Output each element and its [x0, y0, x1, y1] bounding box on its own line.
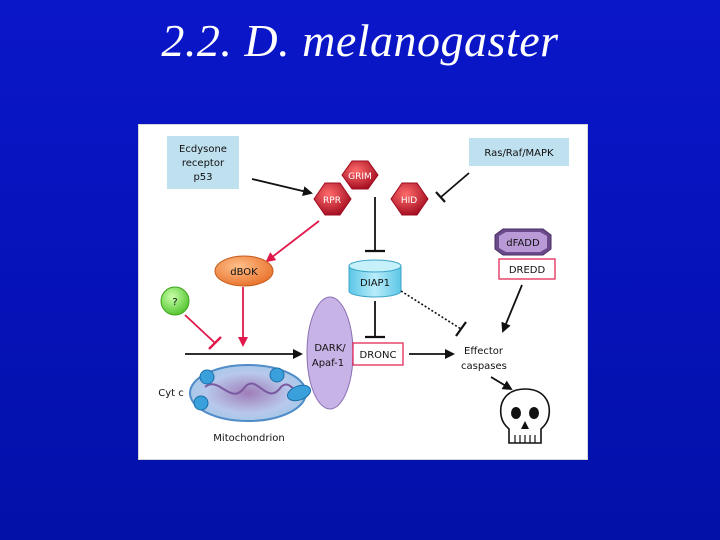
dbok-label: dBOK — [230, 267, 258, 278]
nuclear-input-box: Ecdysone receptor p53 — [167, 136, 239, 189]
mapk-input-box: Ras/Raf/MAPK — [469, 138, 569, 166]
grim-node: GRIM — [341, 160, 379, 190]
rpr-node: RPR — [313, 182, 352, 216]
pathway-diagram: Ecdysone receptor p53 Ras/Raf/MAPK GRIM … — [158, 136, 569, 444]
grim-label: GRIM — [348, 172, 372, 182]
mitochondrion — [189, 364, 312, 422]
inhibit-unknown-bar — [208, 336, 222, 350]
diap1-node: DIAP1 — [348, 259, 402, 298]
dronc-node: DRONC — [352, 342, 404, 366]
unknown-label: ? — [172, 297, 177, 308]
input-line-receptor: receptor — [182, 158, 225, 169]
dark-label-line1: DARK/ — [314, 343, 346, 354]
dronc-label: DRONC — [360, 350, 397, 361]
apoptosis-pathway-figure: Ecdysone receptor p53 Ras/Raf/MAPK GRIM … — [138, 124, 588, 460]
mitochondrion-label: Mitochondrion — [213, 433, 284, 444]
inhibit-mapk-to-hid — [440, 172, 470, 198]
unknown-node: ? — [160, 286, 190, 316]
dark-label-line2: Apaf-1 — [312, 358, 344, 369]
cyt-c-label: Cyt c — [158, 388, 184, 399]
inhibit-diap1-effector-bar — [455, 321, 467, 337]
inhibit-mapk-bar — [435, 191, 446, 203]
rpr-label: RPR — [323, 196, 341, 206]
dfadd-label: dFADD — [506, 238, 540, 249]
hid-label: HID — [401, 196, 417, 206]
inhibit-diap1-to-effector — [400, 290, 462, 330]
dark-node: DARK/ Apaf-1 — [306, 296, 354, 410]
diap1-label: DIAP1 — [360, 278, 390, 289]
hid-node: HID — [390, 182, 429, 216]
dfadd-node: dFADD — [494, 228, 552, 256]
input-line-ecdysone: Ecdysone — [179, 144, 227, 155]
arrow-effector-to-death — [490, 376, 513, 391]
arrow-dredd-to-effector — [501, 284, 523, 333]
arrow-ecdysone-to-rhg — [251, 178, 313, 197]
mapk-label: Ras/Raf/MAPK — [484, 148, 554, 159]
skull-icon — [499, 388, 551, 444]
effector-label-line2: caspases — [461, 361, 507, 372]
dredd-label: DREDD — [509, 265, 546, 276]
slide-title: 2.2. D. melanogaster — [161, 15, 559, 66]
arrow-rpr-to-dbok — [265, 220, 320, 263]
input-line-p53: p53 — [193, 172, 212, 183]
dredd-node: DREDD — [498, 258, 556, 280]
dbok-node: dBOK — [214, 255, 274, 287]
effector-label-line1: Effector — [464, 346, 504, 357]
inhibit-unknown-to-mito — [184, 314, 216, 344]
